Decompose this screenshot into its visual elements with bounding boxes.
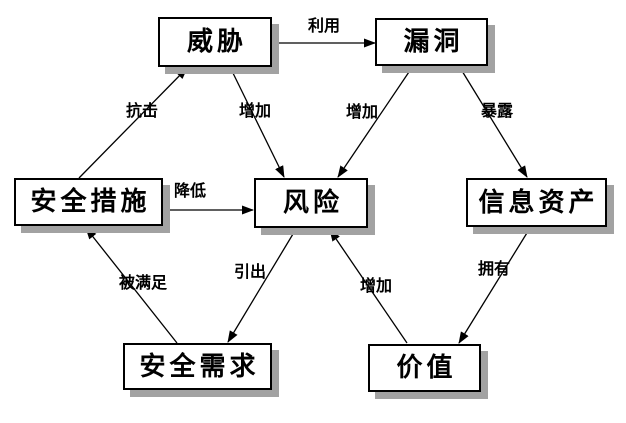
edge-label-reduce: 降低 [173, 181, 207, 200]
node-security-req: 安全需求 [123, 343, 272, 390]
node-label-value: 价值 [396, 353, 457, 383]
node-info-asset: 信息资产 [466, 178, 607, 227]
node-label-vulnerability: 漏洞 [403, 27, 464, 57]
edge-increase-threat-risk [229, 66, 285, 178]
edge-increase-value-risk [329, 229, 408, 344]
edge-expose [458, 65, 528, 178]
node-value: 价值 [368, 344, 481, 392]
edge-own [458, 227, 531, 344]
node-label-safeguard: 安全措施 [30, 187, 151, 217]
node-label-info-asset: 信息资产 [478, 187, 599, 218]
edge-label-increase-vuln-risk: 增加 [345, 102, 379, 121]
node-label-security-req: 安全需求 [139, 351, 260, 382]
edge-resist [78, 67, 188, 179]
edge-label-own: 拥有 [477, 259, 511, 278]
edge-increase-vuln-risk [337, 65, 414, 178]
edge-lead-to [227, 228, 297, 343]
edge-label-expose: 暴露 [480, 101, 514, 120]
edge-label-increase-threat-risk: 增加 [238, 101, 272, 120]
node-vulnerability: 漏洞 [375, 18, 488, 66]
node-safeguard: 安全措施 [14, 178, 163, 226]
node-label-threat: 威胁 [186, 27, 247, 57]
edge-satisfied-by [85, 227, 178, 344]
edge-label-resist: 抗击 [125, 101, 159, 120]
node-label-risk: 风险 [282, 188, 343, 218]
edge-label-increase-value-risk: 增加 [359, 276, 393, 295]
node-threat: 威胁 [158, 17, 272, 67]
edge-label-satisfied-by: 被满足 [118, 273, 168, 292]
edge-label-exploit: 利用 [307, 16, 341, 35]
node-risk: 风险 [254, 178, 368, 228]
edge-label-lead-to: 引出 [233, 262, 267, 281]
